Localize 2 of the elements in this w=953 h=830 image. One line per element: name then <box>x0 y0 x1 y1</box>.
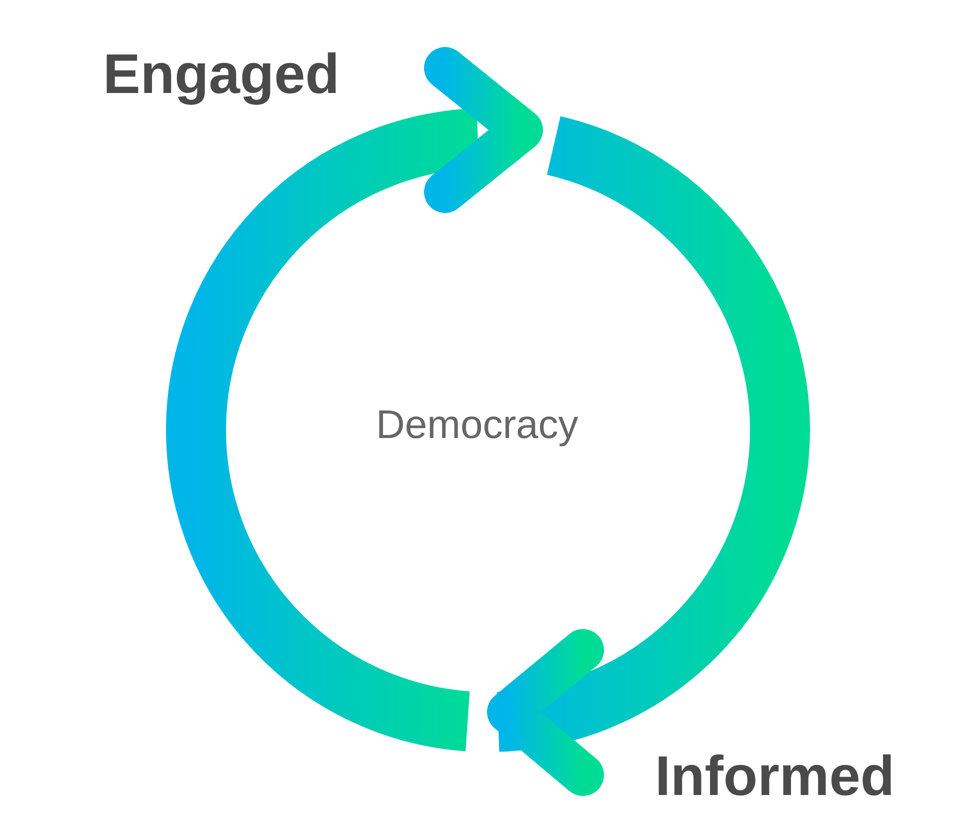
node-label: Democracy <box>376 405 578 445</box>
node-label: Informed <box>655 748 895 804</box>
